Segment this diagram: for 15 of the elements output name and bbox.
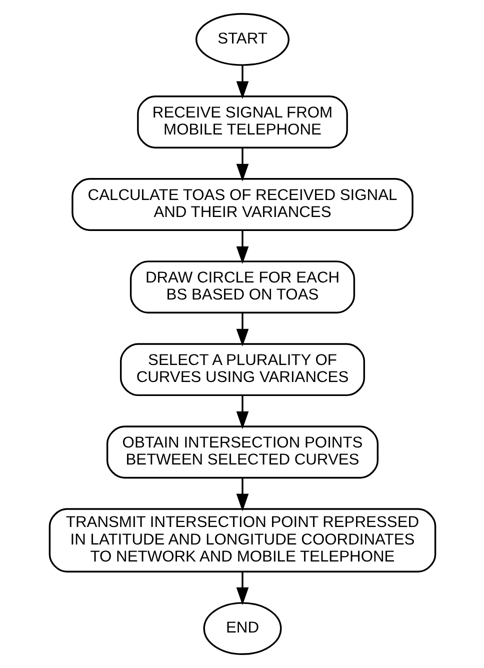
arrow	[236, 478, 248, 512]
arrow	[236, 572, 248, 606]
node-box: RECEIVE SIGNAL FROM MOBILE TELEPHONE	[136, 96, 348, 148]
node-box: SELECT A PLURALITY OF CURVES USING VARIANCES	[119, 343, 365, 396]
node-ellipse: END	[202, 602, 282, 656]
node-box: CALCULATE TOAS OF RECEIVED SIGNAL AND THEIR VARIANCES	[71, 178, 413, 231]
arrow	[236, 312, 248, 347]
arrow	[236, 65, 248, 99]
node-box: OBTAIN INTERSECTION POINTS BETWEEN SELECTED CURVES	[106, 426, 378, 479]
node-box: TRANSMIT INTERSECTION POINT REPRESSED IN LATITUDE AND LONGITUDE COORDINATES TO NETWORK AND MOBILE TELEPHONE	[48, 508, 436, 572]
node-box: DRAW CIRCLE FOR EACH BS BASED ON TOAS	[129, 260, 355, 314]
arrow	[236, 148, 248, 182]
arrow	[236, 230, 248, 264]
arrow	[236, 395, 248, 430]
node-ellipse: START	[194, 12, 290, 66]
